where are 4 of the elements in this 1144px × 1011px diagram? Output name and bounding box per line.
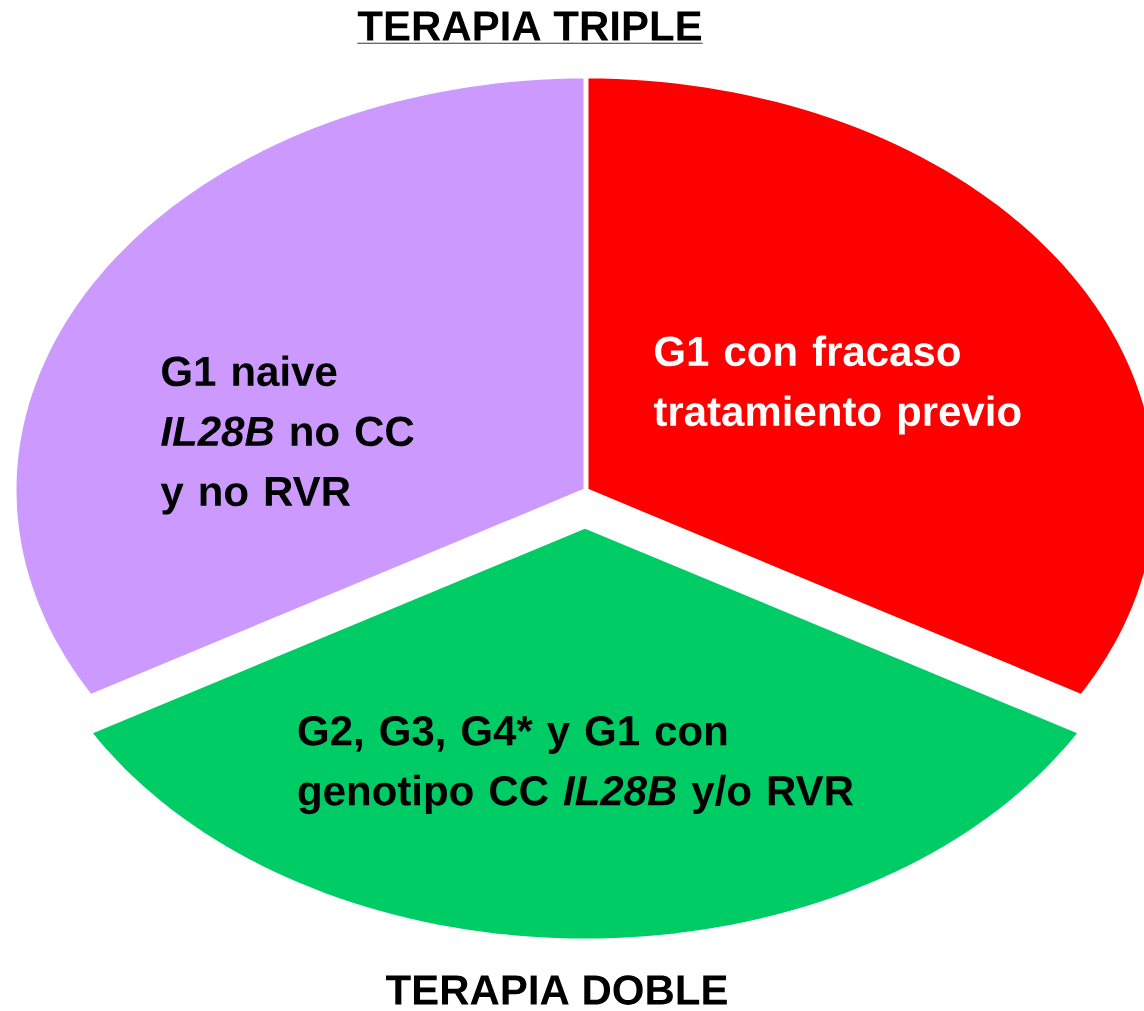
- caption: TERAPIA DOBLE: [385, 975, 727, 1005]
- title: TERAPIA TRIPLE: [356, 11, 704, 44]
- pie-slice: G1 naive IL28B no CC y no RVR: [13, 75, 587, 698]
- pie-slice: G1 con fracaso tratamiento previo: [585, 75, 1144, 698]
